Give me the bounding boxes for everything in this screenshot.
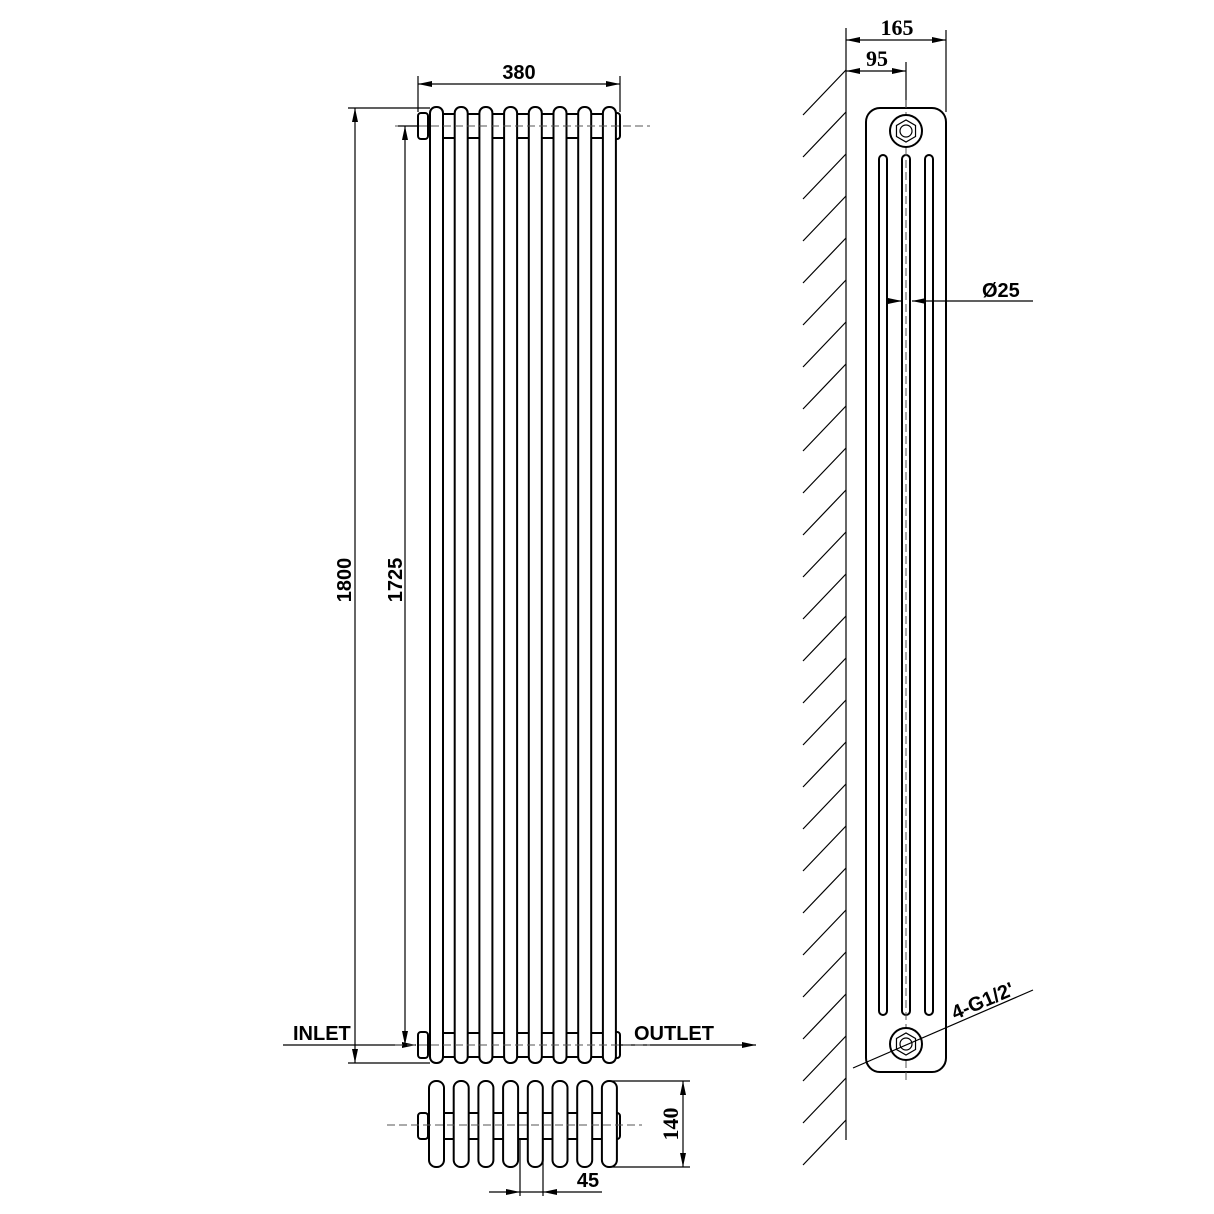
top-view-column (600, 1080, 618, 1168)
connection-label: 4-G1/2' (948, 979, 1017, 1025)
top-view-column (502, 1080, 520, 1168)
hex-nut (895, 1032, 917, 1056)
top-view-column (428, 1080, 445, 1168)
hatch-line (802, 1035, 847, 1082)
top-view-column (551, 1080, 569, 1168)
hatch-line (802, 825, 847, 872)
width-dimension-label: 380 (502, 62, 535, 84)
hatch-line (802, 1119, 847, 1166)
connection-bore (899, 124, 913, 138)
connection-bottom-icon (889, 1027, 923, 1061)
hatch-line (802, 867, 847, 914)
hatch-line (802, 321, 847, 368)
hatch-line (802, 1077, 847, 1124)
hatch-line (802, 909, 847, 956)
pitch-dimension-label: 45 (577, 1170, 599, 1192)
radiator-column (527, 106, 543, 1064)
hatch-line (802, 993, 847, 1040)
hatch-line (802, 951, 847, 998)
outlet-label: OUTLET (634, 1023, 714, 1045)
hatch-line (802, 111, 847, 158)
hatch-line (802, 657, 847, 704)
connection-top-icon (889, 114, 923, 148)
connection-bore (899, 1037, 913, 1051)
hatch-line (802, 531, 847, 578)
connection-outer (889, 114, 923, 148)
radiator-column (552, 106, 568, 1064)
front-view: 380 1800 1725 INLET OUTLET (283, 62, 756, 1064)
radiator-column (478, 106, 494, 1064)
hatch-line (802, 279, 847, 326)
hatch-line (802, 447, 847, 494)
hatch-line (802, 741, 847, 788)
column-slot (924, 154, 934, 1016)
radiator-column (453, 106, 469, 1064)
hatch-line (802, 363, 847, 410)
hatch-line (802, 195, 847, 242)
top-view-column (526, 1080, 544, 1168)
height-dimension-label: 1800 (334, 558, 356, 603)
radiator-column (503, 106, 519, 1064)
front-columns (417, 106, 621, 1064)
end-cap (417, 1112, 429, 1140)
center-offset-label: 95 (866, 46, 888, 71)
hatch-line (802, 615, 847, 662)
radiator-column (601, 106, 617, 1064)
connection-outer (889, 1027, 923, 1061)
top-view-column (452, 1080, 470, 1168)
wall-hatching (802, 69, 847, 1166)
top-view-columns (417, 1080, 621, 1168)
hatch-line (802, 153, 847, 200)
center-height-dimension-label: 1725 (385, 558, 407, 603)
side-view: 165 95 Ø25 4-G1/2' (802, 15, 1034, 1166)
side-depth-label: 165 (881, 15, 914, 40)
inlet-label: INLET (293, 1023, 351, 1045)
hatch-line (802, 783, 847, 830)
tube-diameter-label: Ø25 (982, 280, 1020, 302)
top-view: 140 45 (387, 1080, 690, 1196)
top-view-column (477, 1080, 495, 1168)
hatch-line (802, 69, 847, 116)
hatch-line (802, 573, 847, 620)
depth-dimension-label: 140 (658, 1108, 683, 1141)
hatch-line (802, 237, 847, 284)
hex-nut (895, 119, 917, 143)
hatch-line (802, 489, 847, 536)
column-slot (878, 154, 888, 1016)
radiator-column (429, 106, 444, 1064)
connection-leader-line (852, 989, 1034, 1069)
hatch-line (802, 699, 847, 746)
radiator-column (577, 106, 593, 1064)
top-view-column (576, 1080, 594, 1168)
hatch-line (802, 405, 847, 452)
